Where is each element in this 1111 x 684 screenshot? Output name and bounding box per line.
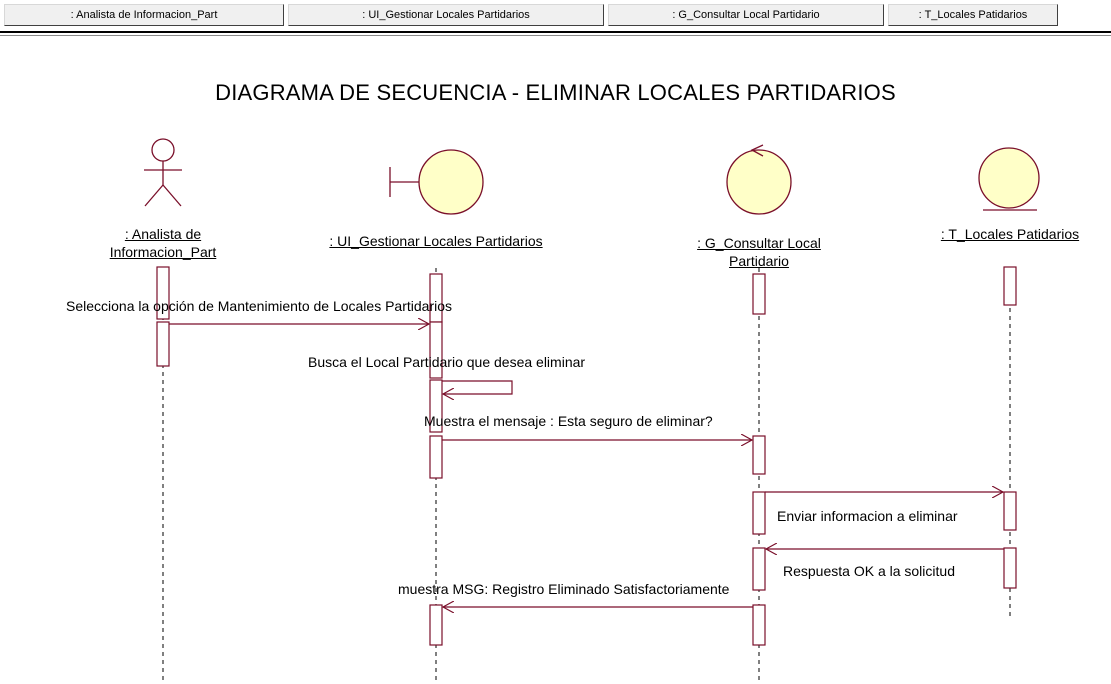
activation-ui-3 [429,379,443,433]
activation-gestor-3 [752,491,766,535]
message-label-2: Busca el Local Partidario que desea elim… [308,354,586,370]
boundary-ui-icon[interactable] [389,149,484,215]
header-strip: : Analista de Informacion_Part : UI_Gest… [0,0,1111,30]
control-gestor-icon[interactable] [726,144,792,215]
activation-gestor-5 [752,604,766,646]
activation-tabla-3 [1003,547,1017,589]
activation-gestor-4 [752,547,766,591]
header-divider-thin [0,35,1111,36]
activation-gestor-2 [752,435,766,475]
activation-gestor-1 [752,273,766,315]
activation-ui-5 [429,604,443,646]
message-label-3: Muestra el mensaje : Esta seguro de elim… [424,413,713,429]
activation-tabla-2 [1003,491,1017,531]
activation-tabla-1 [1003,266,1017,306]
header-tab-gestor[interactable]: : G_Consultar Local Partidario [608,4,884,26]
activation-analista-2 [156,321,170,367]
lifeline-label-gestor: : G_Consultar Local Partidario [697,235,821,269]
lifeline-label-tabla: : T_Locales Patidarios [940,226,1080,242]
activation-ui-2 [429,321,443,379]
message-label-6: muestra MSG: Registro Eliminado Satisfac… [398,581,730,597]
header-tab-ui[interactable]: : UI_Gestionar Locales Partidarios [288,4,604,26]
lifeline-label-ui: : UI_Gestionar Locales Partidarios [329,233,543,249]
message-label-4: Enviar informacion a eliminar [777,508,958,524]
actor-analista-icon[interactable] [144,138,182,207]
message-label-5: Respuesta OK a la solicitud [783,563,955,579]
header-tab-analista[interactable]: : Analista de Informacion_Part [4,4,284,26]
diagram-title: DIAGRAMA DE SECUENCIA - ELIMINAR LOCALES… [215,80,896,105]
header-divider [0,31,1111,33]
activation-analista-1 [156,266,170,320]
activation-ui-4 [429,435,443,479]
lifeline-label-analista: : Analista de Informacion_Part [109,226,217,260]
message-arrow-2-self [442,380,513,394]
message-label-1: Selecciona la opción de Mantenimiento de… [66,298,453,314]
header-tab-tabla[interactable]: : T_Locales Patidarios [888,4,1058,26]
entity-tabla-icon[interactable] [978,147,1040,211]
